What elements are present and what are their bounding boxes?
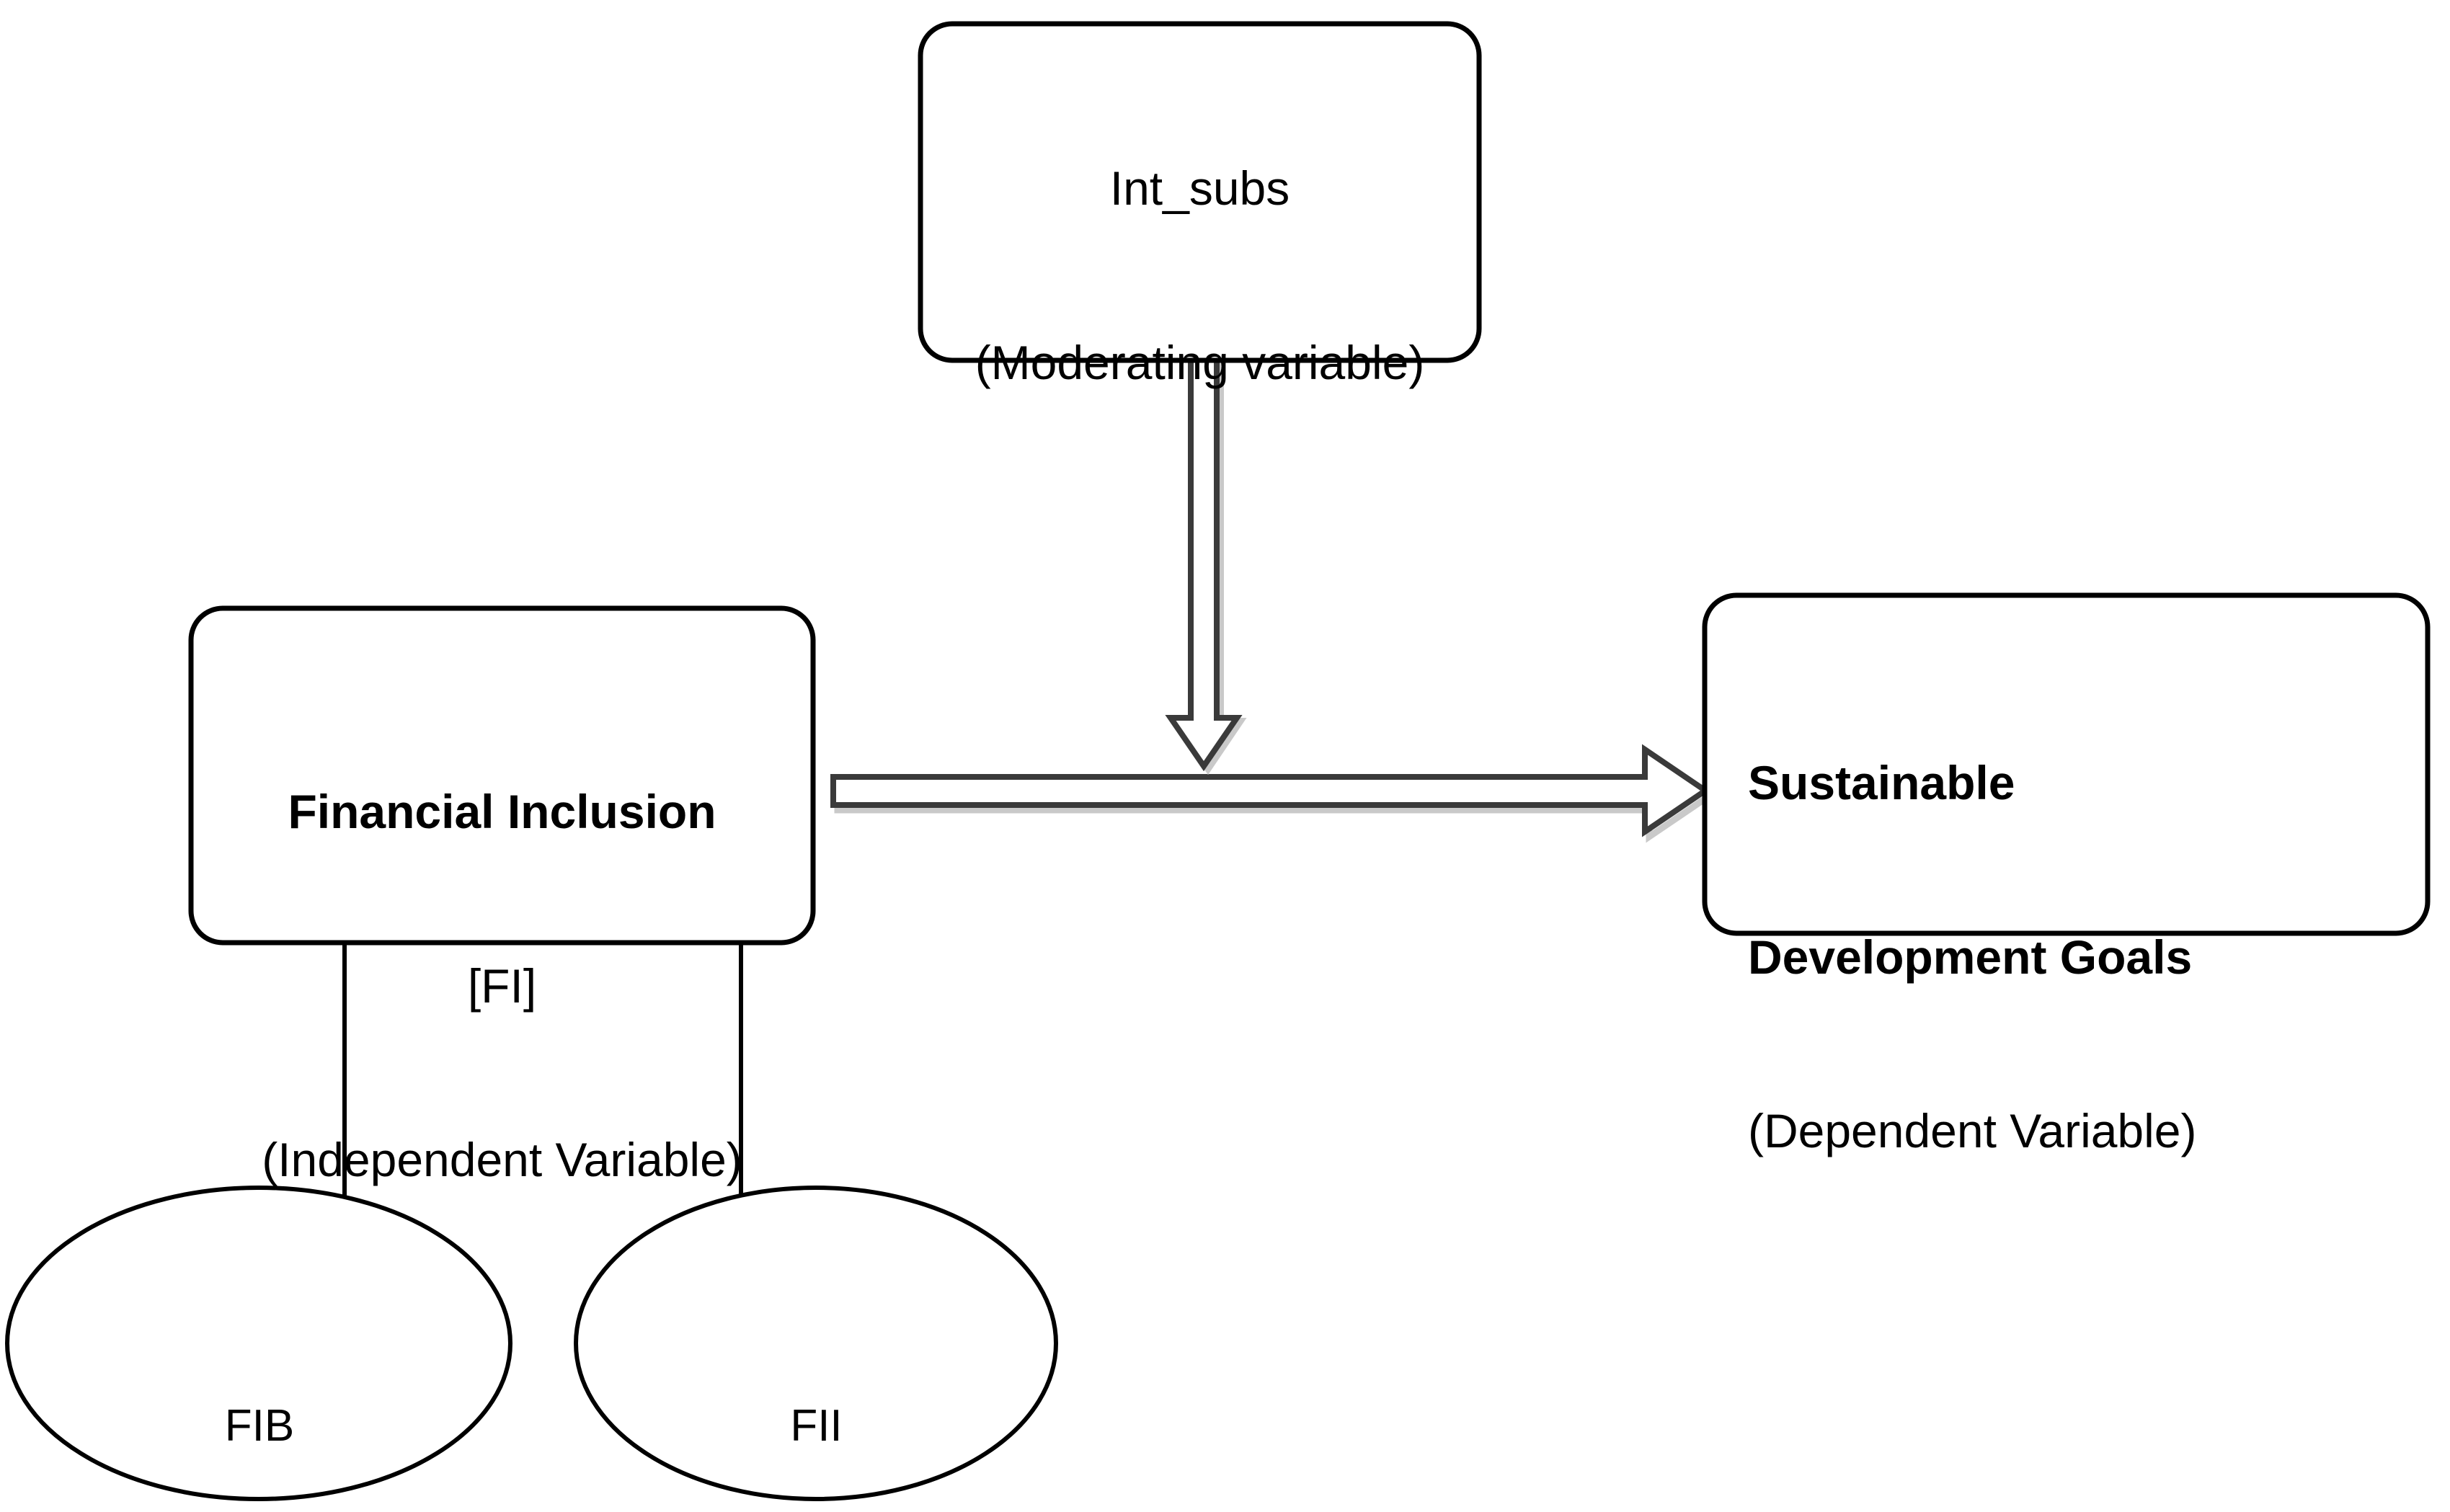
node-dependent-box[interactable] — [1702, 592, 2431, 936]
edge-moderation-arrow — [1165, 355, 1247, 775]
node-proxy-fii-ellipse[interactable] — [574, 1186, 1058, 1501]
main-arrow-body — [830, 744, 1711, 837]
connector-lines — [342, 943, 743, 1196]
node-independent-box[interactable] — [188, 605, 816, 946]
node-proxy-fib-ellipse[interactable] — [5, 1186, 512, 1501]
moderation-arrow-body — [1165, 355, 1243, 772]
node-moderator-box[interactable] — [918, 21, 1482, 363]
edge-main-effect-arrow — [830, 744, 1716, 843]
